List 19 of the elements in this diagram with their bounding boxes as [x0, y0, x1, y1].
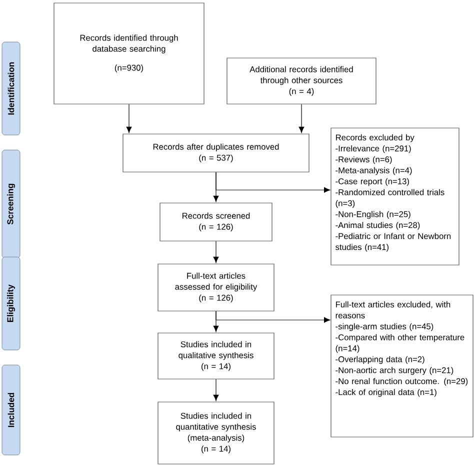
phase-label: Identification — [2, 42, 20, 136]
arrow — [298, 104, 304, 133]
process-box: Studies included in qualitative synthesis (n = 14) — [158, 332, 274, 380]
process-box: Records after duplicates removed (n = 537) — [122, 134, 310, 172]
phase-label: Included — [2, 364, 20, 456]
process-box: Full-text articles assessed for eligibility (n = 126) — [158, 264, 274, 312]
process-box: Records identified through database searching (n=930) — [54, 2, 204, 104]
exclusion-box: Full-text articles excluded, with reasons -single-arm studies (n=45) -Compared with other temperature (n=14) -Overlapping data (n=2) -Non-aortic arch surgery (n=21) -No renal function outcome. (n=29) -Lack of original data (n=1) — [330, 294, 474, 438]
process-box: Studies included in quantitative synthesis (meta-analysis) (n = 14) — [158, 402, 274, 464]
arrow — [213, 241, 219, 263]
exclusion-box: Records excluded by -Irrelevance (n=291) -Reviews (n=6) -Meta-analysis (n=4) -Case report (n=13) -Randomized controlled trials (n=3) -Non-English (n=25) -Animal studies (n=28) -Pediatric or Infant or Newborn studies (n=41) — [330, 128, 460, 266]
arrow — [126, 104, 132, 133]
phase-label: Screening — [2, 150, 20, 258]
arrow — [213, 379, 219, 401]
phase-label: Eligibility — [2, 256, 20, 350]
arrow — [216, 172, 330, 193]
process-box: Additional records identified through other sources (n = 4) — [226, 58, 376, 104]
arrow — [216, 311, 330, 323]
process-box: Records screened (n = 126) — [160, 202, 272, 242]
